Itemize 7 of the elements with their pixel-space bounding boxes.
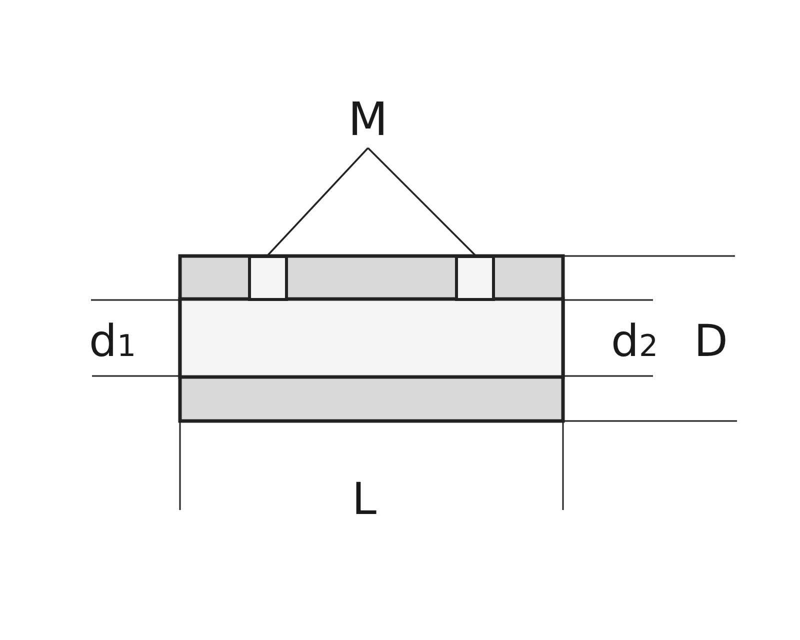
part-label: M [347, 96, 389, 142]
radial-hole [248, 255, 288, 301]
leader-line [367, 147, 476, 256]
dimension-label: L [352, 478, 377, 522]
leader-line [267, 147, 369, 256]
radial-hole [455, 255, 495, 301]
dimension-label: D [694, 320, 728, 364]
